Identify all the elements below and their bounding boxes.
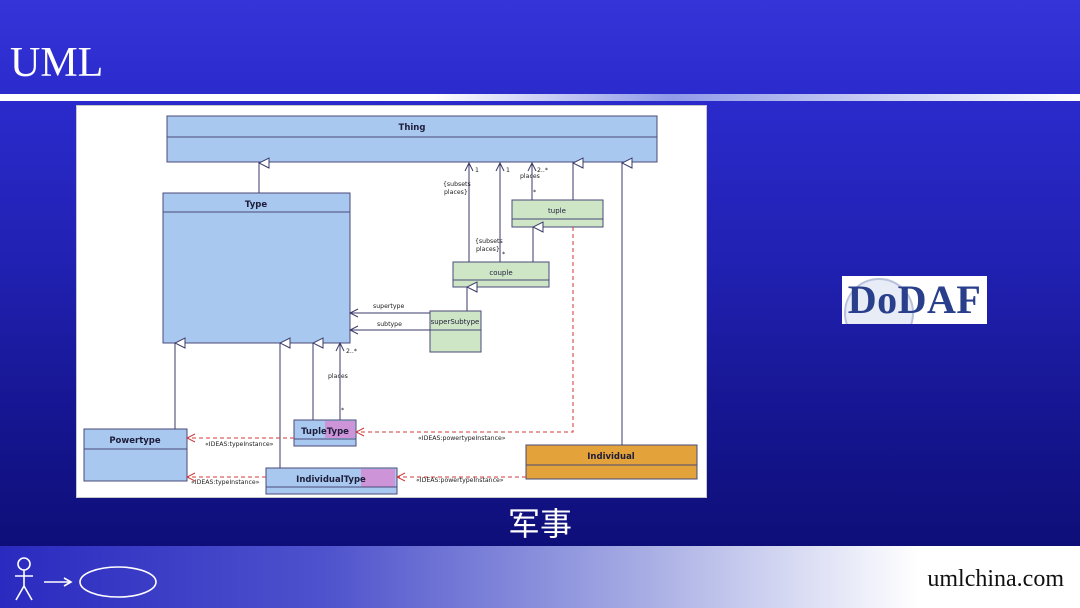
slide-caption: 军事 (507, 505, 572, 543)
label-star-tt: * (341, 407, 344, 414)
label-places-tt: places (328, 373, 348, 380)
footer-uml-icons (15, 557, 157, 601)
label-mult-one-2: 1 (506, 167, 510, 174)
actor-icon (15, 557, 33, 601)
class-thing-name: Thing (399, 123, 426, 133)
class-tuple: tuple (511, 199, 604, 228)
dodaf-logo-text: DoDAF (847, 277, 982, 322)
class-couple-name: couple (489, 269, 512, 277)
class-super-subtype-name: superSubtype (431, 318, 480, 326)
title-divider (0, 94, 1080, 101)
dep-tuple-tupletype (356, 227, 574, 432)
label-subsets-1a: {subsets (443, 181, 471, 188)
class-individual-type: IndividualType (265, 467, 398, 495)
label-powertype-instance-1: «IDEAS:powertypeInstance» (418, 435, 506, 442)
class-individual-type-name: IndividualType (296, 475, 366, 485)
class-tuple-name: tuple (548, 207, 566, 215)
class-powertype-name: Powertype (109, 436, 161, 446)
uml-diagram: Thing Type Powertype TupleType (76, 105, 707, 498)
label-star-top: * (533, 189, 536, 196)
label-mult-two-many-tt: 2..* (346, 348, 357, 355)
class-individual: Individual (525, 444, 698, 480)
footer-site: umlchina.com (927, 566, 1064, 592)
dodaf-logo: DoDAF (842, 276, 987, 324)
class-individual-name: Individual (587, 452, 635, 462)
uml-diagram-canvas: Thing Type Powertype TupleType (83, 115, 698, 495)
slide-title: UML (10, 40, 104, 86)
label-supertype: supertype (373, 303, 404, 310)
class-thing: Thing (166, 115, 658, 163)
class-tuple-type-name: TupleType (301, 427, 349, 437)
label-powertype-instance-2: «IDEAS:powertypeInstance» (416, 477, 504, 484)
label-mult-one-1: 1 (475, 167, 479, 174)
class-super-subtype: superSubtype (429, 310, 482, 353)
class-couple: couple (452, 261, 550, 288)
label-subtype: subtype (377, 321, 402, 328)
label-type-instance-1: «IDEAS:typeInstance» (205, 441, 274, 448)
label-mult-two-many-top: 2..* (537, 167, 548, 174)
class-type-name: Type (245, 200, 267, 210)
class-powertype: Powertype (83, 428, 188, 482)
label-subsets-2a: {subsets (475, 238, 503, 245)
footer-bar: umlchina.com (0, 546, 1080, 608)
label-type-instance-2: «IDEAS:typeInstance» (191, 479, 260, 486)
label-star-couple: * (502, 251, 505, 258)
class-tuple-type: TupleType (293, 419, 357, 447)
label-subsets-2b: places} (476, 246, 500, 253)
use-case-icon (79, 566, 157, 598)
label-subsets-1b: places} (444, 189, 468, 196)
arrow-icon (44, 577, 73, 587)
class-type: Type (162, 192, 351, 344)
label-places-top: places (520, 173, 540, 180)
